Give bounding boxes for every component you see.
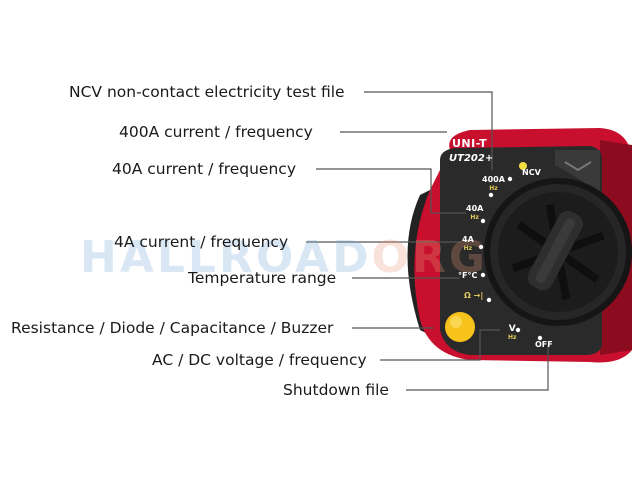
dial-label-40a: 40A Hz (466, 205, 483, 222)
ohm-icon: Ω (464, 291, 471, 300)
watermark: HALLROADORG (80, 232, 488, 283)
display-corner (555, 150, 600, 195)
dial-label-40a-text: 40A (466, 204, 484, 213)
label-temperature: Temperature range (188, 269, 337, 287)
diode-icon: →| (473, 291, 484, 300)
watermark-main: HALLROAD (80, 232, 372, 283)
dial-label-ncv: NCV (522, 168, 541, 177)
dial-label-4a-text: 4A (462, 235, 474, 244)
dial-label-400a: 400A Hz (482, 176, 505, 193)
label-shutdown: Shutdown file (283, 381, 389, 399)
label-ncv: NCV non-contact electricity test file (69, 83, 345, 101)
label-400a: 400A current / frequency (119, 123, 313, 141)
dial-label-temp: °F°C (458, 271, 478, 280)
label-4a: 4A current / frequency (114, 233, 289, 251)
dial-label-400a-text: 400A (482, 175, 505, 184)
display-chevron-icon (564, 161, 592, 172)
dial-label-ohm: Ω →| (464, 291, 483, 300)
label-resistance: Resistance / Diode / Capacitance / Buzze… (11, 319, 334, 337)
label-voltage: AC / DC voltage / frequency (152, 351, 367, 369)
brand-logo: UNI-T (452, 137, 488, 150)
dial-label-off: OFF (535, 340, 553, 349)
model-name: UT202+ (449, 153, 494, 164)
watermark-tail: ORG (371, 232, 489, 283)
dial-label-400a-hz: Hz (489, 185, 498, 192)
dial-label-4a-hz: Hz (463, 245, 473, 252)
ncv-indicator-light (519, 162, 527, 170)
dial-label-volt: V Hz (508, 325, 517, 342)
function-button-yellow (445, 312, 475, 342)
dial-label-volt-hz: Hz (508, 334, 517, 341)
dial-label-4a: 4A Hz (462, 236, 474, 253)
dial-label-40a-hz: Hz (470, 214, 479, 221)
dial-label-volt-text: V (508, 324, 516, 334)
label-40a: 40A current / frequency (112, 160, 296, 178)
